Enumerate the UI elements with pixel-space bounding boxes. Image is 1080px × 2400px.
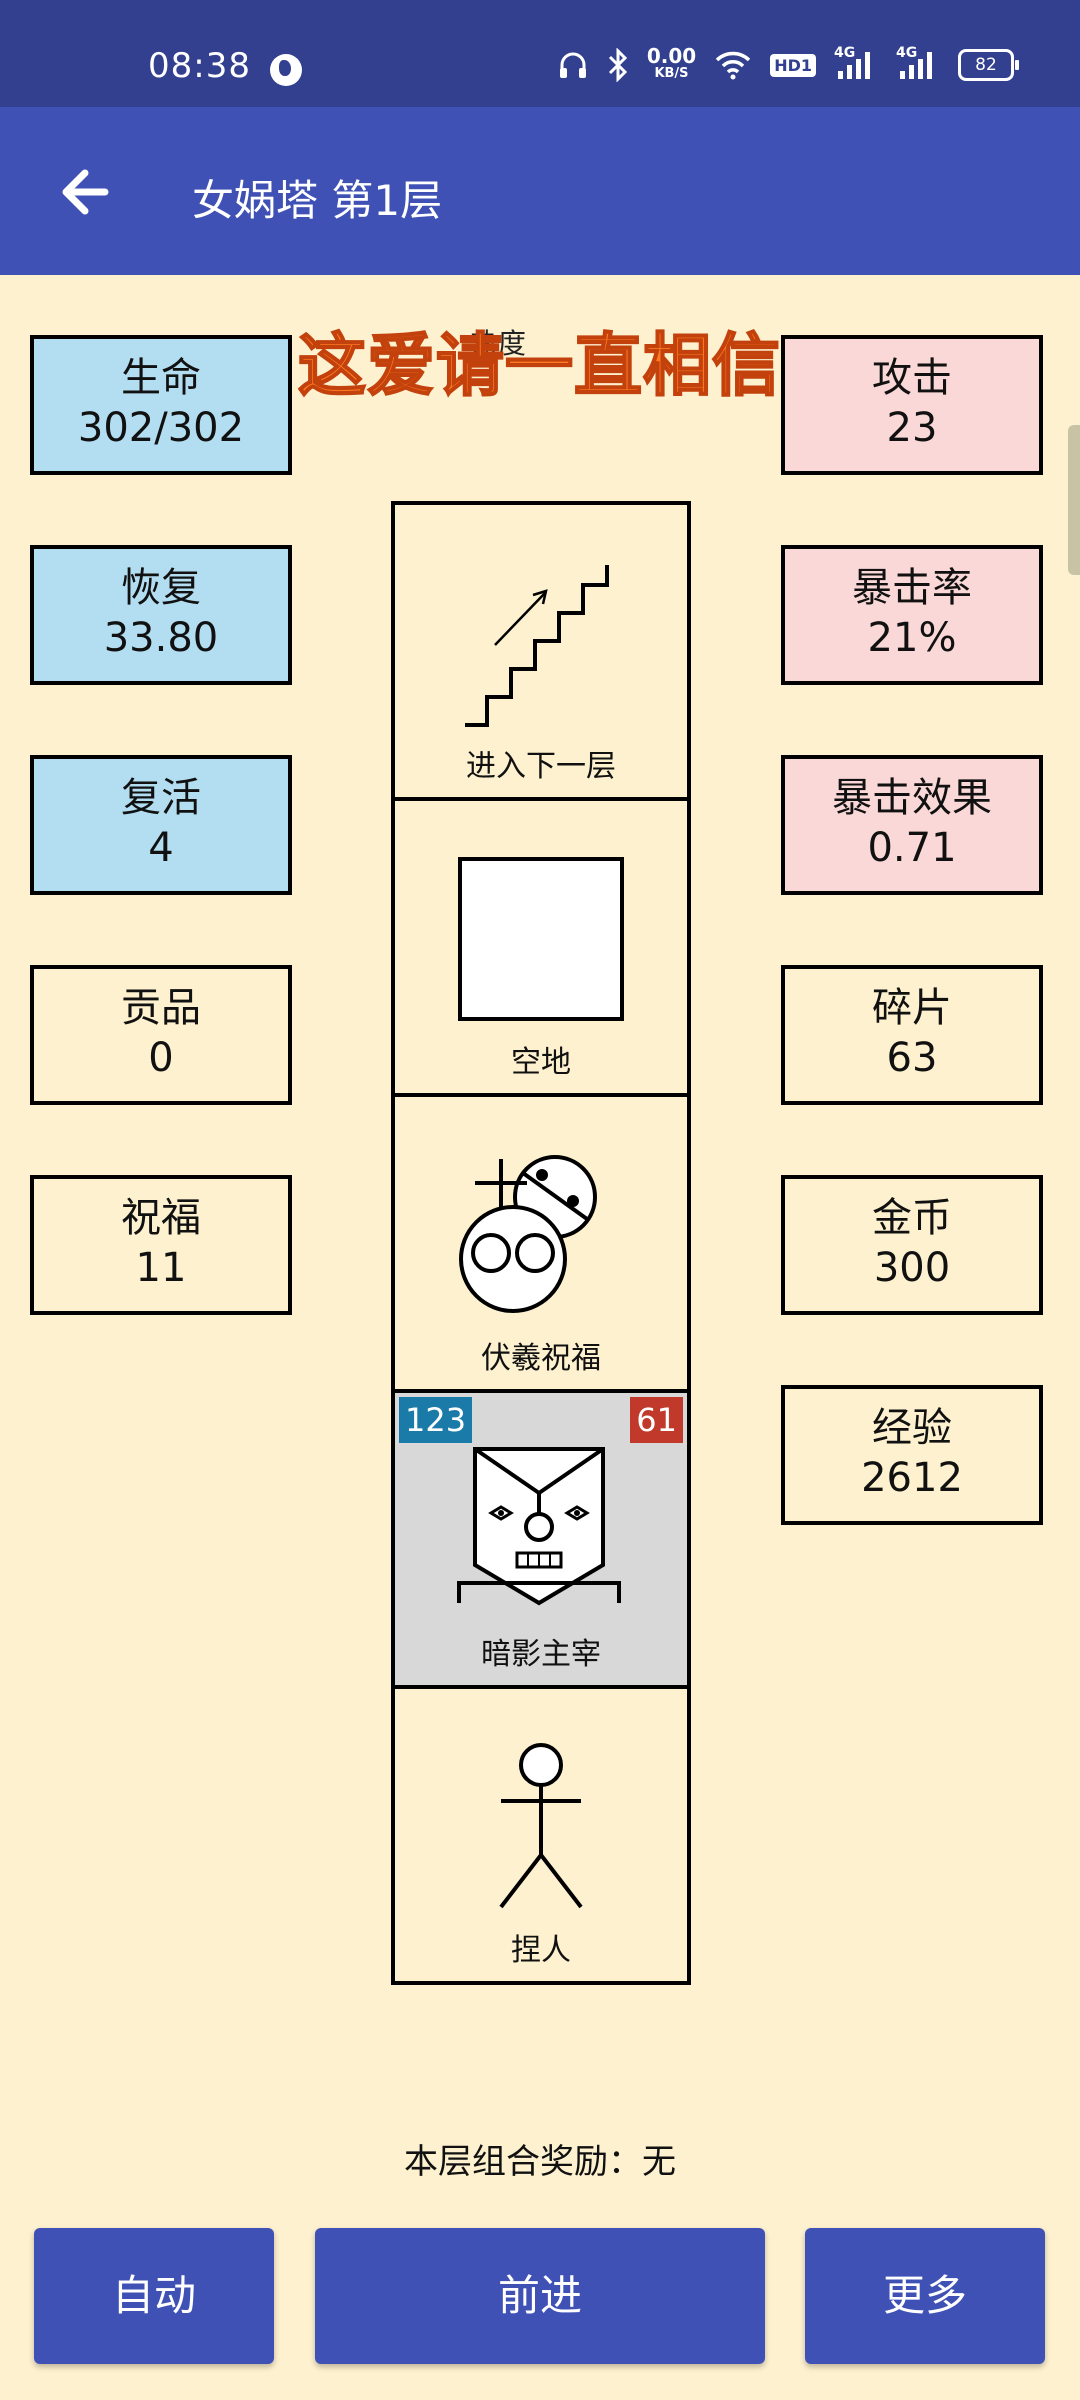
stat-experience: 经验 2612 [781, 1385, 1043, 1525]
stat-label: 复活 [121, 775, 201, 821]
stat-label: 碎片 [872, 985, 952, 1031]
stat-label: 祝福 [121, 1195, 201, 1241]
blessing-icon [459, 1155, 597, 1313]
tower-cell-empty[interactable]: 空地 [391, 797, 691, 1097]
stat-value: 23 [886, 405, 938, 451]
stat-label: 贡品 [121, 985, 201, 1031]
net-speed-value: 0.00 [646, 44, 697, 68]
tower-cell-blessing[interactable]: 伏羲祝福 [391, 1093, 691, 1393]
scroll-handle[interactable] [1068, 425, 1080, 575]
floor-reward-text: 本层组合奖励：无 [404, 2142, 676, 2182]
network-type-1: 4G [834, 45, 856, 61]
stat-recovery: 恢复 33.80 [30, 545, 292, 685]
back-button[interactable] [55, 162, 125, 222]
cell-label: 捏人 [511, 1933, 571, 1968]
stat-tribute: 贡品 0 [30, 965, 292, 1105]
more-button[interactable]: 更多 [805, 2228, 1045, 2364]
stat-value: 11 [135, 1245, 187, 1291]
stat-value: 4 [148, 825, 174, 871]
cell-label: 空地 [511, 1045, 571, 1080]
stat-gold: 金币 300 [781, 1175, 1043, 1315]
stat-value: 300 [873, 1245, 951, 1291]
bluetooth-icon [608, 48, 627, 82]
stat-hp: 生命 302/302 [30, 335, 292, 475]
stick-figure-icon [499, 1743, 583, 1909]
forward-button[interactable]: 前进 [315, 2228, 765, 2364]
net-speed-unit: KB/S [654, 66, 689, 81]
stat-fragments: 碎片 63 [781, 965, 1043, 1105]
stat-value: 2612 [861, 1455, 963, 1501]
stairs-icon [465, 565, 609, 727]
stat-label: 生命 [121, 355, 201, 401]
hd-badge: HD1 [770, 53, 816, 77]
signal-icon: 4G [834, 45, 878, 81]
wifi-icon [715, 51, 751, 80]
stat-value: 63 [886, 1035, 938, 1081]
stat-value: 33.80 [103, 615, 219, 661]
tower-cell-stairs[interactable]: 进入下一层 [391, 501, 691, 801]
stat-value: 302/302 [77, 405, 245, 451]
stat-attack: 攻击 23 [781, 335, 1043, 475]
page-title: 女娲塔 第1层 [192, 176, 443, 225]
status-bar: 08:38 0.00 KB/S HD1 4G 4G 82 [0, 0, 1080, 107]
monster-attack-badge: 61 [630, 1397, 683, 1443]
tower-cell-monster[interactable]: 123 61 暗影主宰 [391, 1389, 691, 1689]
stat-label: 金币 [872, 1195, 952, 1241]
battery-icon: 82 [958, 49, 1019, 81]
stat-revive: 复活 4 [30, 755, 292, 895]
shadow-lord-icon [457, 1447, 621, 1606]
stat-label: 暴击率 [852, 565, 972, 611]
status-icons: 0.00 KB/S HD1 4G 4G 82 [557, 44, 1019, 82]
stat-label: 攻击 [872, 355, 952, 401]
globe-icon [270, 54, 302, 86]
heat-label: 热度 [470, 327, 527, 360]
empty-square-icon [458, 857, 624, 1021]
signal-icon-2: 4G [896, 45, 940, 81]
monster-hp-badge: 123 [399, 1397, 473, 1443]
cell-label: 伏羲祝福 [481, 1341, 601, 1376]
stat-label: 暴击效果 [832, 775, 992, 821]
stat-label: 恢复 [121, 565, 201, 611]
stat-crit-rate: 暴击率 21% [781, 545, 1043, 685]
tower-column: 进入下一层 空地 伏羲祝福 [391, 501, 691, 1985]
network-type-2: 4G [896, 45, 918, 61]
status-time: 08:38 [148, 46, 251, 86]
stat-crit-effect: 暴击效果 0.71 [781, 755, 1043, 895]
auto-button[interactable]: 自动 [34, 2228, 274, 2364]
headphones-icon [559, 52, 586, 78]
arrow-left-icon [62, 169, 109, 215]
stat-value: 0 [148, 1035, 174, 1081]
cell-label: 进入下一层 [466, 749, 616, 784]
net-speed: 0.00 KB/S [646, 44, 697, 82]
overlay-banner: 这爱请一直相信 [297, 326, 782, 407]
stat-blessing: 祝福 11 [30, 1175, 292, 1315]
app-bar: 女娲塔 第1层 [0, 107, 1080, 275]
stat-value: 21% [867, 615, 957, 661]
stat-label: 经验 [872, 1405, 952, 1451]
tower-cell-character[interactable]: 捏人 [391, 1685, 691, 1985]
cell-label: 暗影主宰 [481, 1637, 601, 1672]
stat-value: 0.71 [867, 825, 957, 871]
